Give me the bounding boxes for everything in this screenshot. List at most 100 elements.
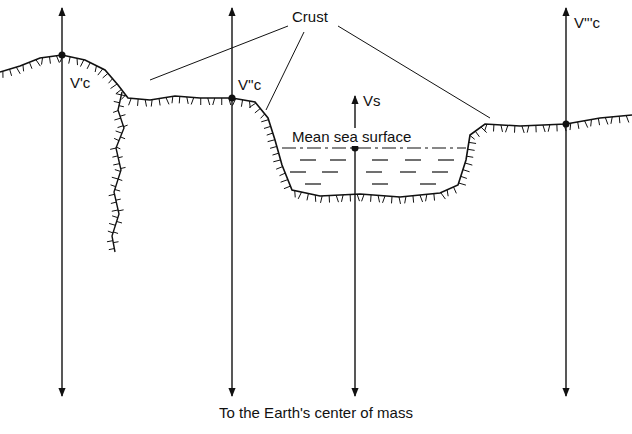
hatch-tick bbox=[42, 58, 43, 65]
hatch-tick bbox=[405, 196, 406, 203]
hatch-tick bbox=[261, 120, 268, 122]
hatch-tick bbox=[2, 71, 3, 78]
hatch-tick bbox=[119, 106, 124, 107]
hatch-tick bbox=[493, 125, 494, 132]
hatch-tick bbox=[556, 124, 557, 131]
hatch-tick bbox=[98, 69, 103, 75]
hatch-tick bbox=[468, 149, 475, 150]
hatch-tick bbox=[426, 194, 427, 201]
hatch-tick bbox=[514, 126, 515, 133]
hatch-tick bbox=[116, 199, 121, 200]
hatch-tick bbox=[475, 131, 479, 137]
hatch-tick bbox=[284, 186, 290, 189]
hatch-tick bbox=[87, 63, 90, 69]
hatch-tick bbox=[362, 194, 365, 201]
hatch-tick bbox=[112, 177, 118, 179]
hatch-tick bbox=[315, 195, 316, 202]
hatch-tick bbox=[117, 221, 122, 223]
hatch-tick bbox=[145, 100, 146, 107]
hatch-tick bbox=[116, 94, 121, 95]
hatch-tick bbox=[249, 103, 256, 107]
hatch-tick bbox=[321, 196, 323, 203]
hatch-tick bbox=[109, 194, 115, 195]
hatch-tick bbox=[469, 142, 476, 143]
hatch-tick bbox=[116, 89, 122, 93]
hatch-tick bbox=[527, 126, 529, 133]
hatch-tick bbox=[578, 122, 579, 129]
hatch-tick bbox=[543, 125, 545, 132]
hatch-tick bbox=[329, 196, 330, 203]
hatch-tick bbox=[506, 125, 508, 132]
hatch-tick bbox=[255, 109, 260, 113]
hatch-tick bbox=[357, 194, 359, 201]
hatch-tick bbox=[619, 116, 621, 123]
hatch-tick bbox=[109, 79, 113, 84]
fault-line bbox=[112, 92, 124, 252]
hatch-tick bbox=[107, 241, 113, 242]
hatch-tick bbox=[179, 96, 181, 103]
hatch-tick bbox=[95, 66, 96, 72]
hatch-tick bbox=[113, 164, 119, 165]
hatch-tick bbox=[111, 202, 116, 203]
hatch-tick bbox=[213, 98, 215, 105]
hatch-tick bbox=[36, 60, 40, 66]
hatch-tick bbox=[501, 125, 503, 132]
point-label: V''c bbox=[238, 76, 261, 94]
hatch-tick bbox=[548, 125, 550, 132]
hatch-tick bbox=[114, 138, 119, 140]
hatch-tick bbox=[467, 156, 474, 157]
hatch-tick bbox=[159, 99, 160, 106]
hatch-tick bbox=[605, 118, 608, 125]
hatch-tick bbox=[112, 210, 118, 211]
part-name: Crust bbox=[292, 8, 328, 26]
hatch-tick bbox=[80, 60, 83, 67]
hatch-tick bbox=[341, 195, 343, 202]
hatch-tick bbox=[109, 249, 115, 250]
hatch-tick bbox=[626, 116, 629, 123]
hatch-tick bbox=[115, 170, 121, 172]
hatch-tick bbox=[383, 196, 386, 203]
hatch-tick bbox=[56, 56, 59, 63]
hatch-tick bbox=[112, 216, 118, 218]
hatch-tick bbox=[111, 185, 116, 187]
hatch-tick bbox=[535, 125, 536, 132]
hatch-tick bbox=[570, 123, 572, 130]
hatch-tick bbox=[294, 191, 295, 198]
hatch-tick bbox=[465, 163, 472, 165]
hatch-tick bbox=[268, 140, 275, 142]
hatch-tick bbox=[113, 241, 118, 243]
hatch-tick bbox=[272, 153, 278, 155]
hatch-tick bbox=[113, 232, 118, 234]
hatch-tick bbox=[114, 101, 120, 102]
hatch-tick bbox=[109, 223, 115, 225]
hatch-tick bbox=[115, 190, 120, 192]
hatch-tick bbox=[391, 196, 393, 203]
hatch-tick bbox=[241, 100, 242, 107]
hatch-tick bbox=[116, 131, 122, 133]
hatch-tick bbox=[166, 97, 169, 104]
ground-hatching bbox=[3, 55, 629, 249]
hatch-tick bbox=[264, 126, 271, 128]
hatch-tick bbox=[77, 58, 78, 65]
hatch-tick bbox=[298, 192, 301, 199]
hatch-tick bbox=[276, 167, 282, 170]
hatch-tick bbox=[447, 190, 448, 196]
hatch-tick bbox=[29, 62, 32, 68]
hatch-tick bbox=[118, 126, 124, 128]
hatch-tick bbox=[120, 115, 125, 117]
hatch-tick bbox=[208, 98, 210, 105]
crust-surface bbox=[0, 55, 632, 197]
surface-points bbox=[59, 52, 570, 152]
hatch-tick bbox=[598, 118, 599, 125]
hatch-tick bbox=[114, 118, 120, 120]
hatch-tick bbox=[590, 120, 592, 127]
hatch-tick bbox=[118, 210, 123, 211]
hatch-tick bbox=[10, 69, 12, 76]
hatch-tick bbox=[522, 126, 524, 133]
hatch-tick bbox=[412, 196, 414, 203]
hatch-tick bbox=[108, 231, 113, 233]
hatch-tick bbox=[585, 121, 588, 128]
hatch-tick bbox=[69, 57, 70, 64]
hatch-tick bbox=[103, 73, 108, 78]
hatch-tick bbox=[441, 193, 446, 199]
